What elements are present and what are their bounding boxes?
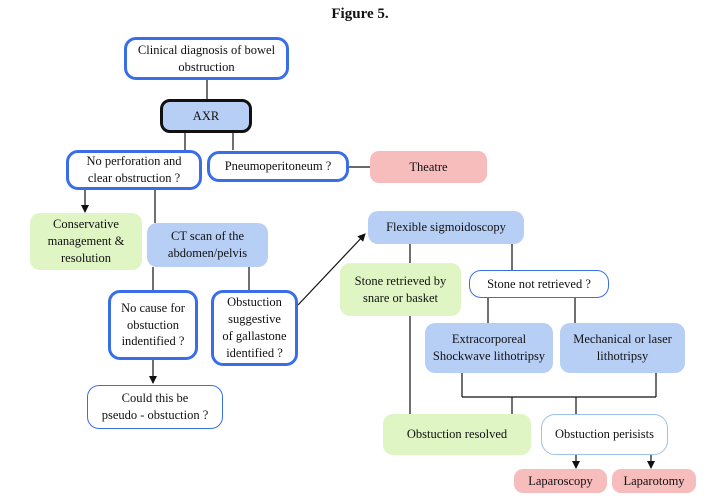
ct-scan-box: CT scan of the abdomen/pelvis xyxy=(147,223,268,267)
theatre-label: Theatre xyxy=(409,159,448,174)
gallstone-label: Obstuction suggestive of gallastone iden… xyxy=(222,295,287,360)
flexible-sigmoidoscopy-label: Flexible sigmoidoscopy xyxy=(386,220,506,235)
obstruction-resolved-box: Obstuction resolved xyxy=(383,414,531,455)
laparotomy-label: Laparotomy xyxy=(623,473,685,488)
figure-title: Figure 5. xyxy=(331,6,389,22)
stone-retrieved-box: Stone retrieved by snare or basket xyxy=(340,263,461,316)
laparotomy-box: Laparotomy xyxy=(612,469,696,493)
eswl-label: Extracorporeal Shockwave lithotripsy xyxy=(432,332,546,363)
laparoscopy-box: Laparoscopy xyxy=(514,469,607,493)
conservative-label: Conservative management & resolution xyxy=(47,217,125,265)
pneumoperitoneum-label: Pneumoperitoneum ? xyxy=(224,159,332,174)
stone-not-retrieved-label: Stone not retrieved ? xyxy=(487,276,591,291)
no-perforation-box: No perforation and clear obstruction ? xyxy=(66,150,202,190)
mechanical-label: Mechanical or laser lithotripsy xyxy=(573,332,672,363)
stone-retrieved-label: Stone retrieved by snare or basket xyxy=(354,273,447,305)
no-perforation-label: No perforation and clear obstruction ? xyxy=(86,154,182,185)
axr-box: AXR xyxy=(160,99,252,133)
obstruction-resolved-label: Obstuction resolved xyxy=(406,427,508,442)
mechanical-box: Mechanical or laser lithotripsy xyxy=(560,323,685,373)
obstruction-persists-box: Obstuction perisists xyxy=(541,414,668,455)
clinical-diagnosis-box: Clinical diagnosis of bowel obstruction xyxy=(124,37,289,80)
no-cause-box: No cause for obstuction indentified ? xyxy=(108,290,198,360)
conservative-box: Conservative management & resolution xyxy=(30,213,142,270)
arrow-gallstone-sigmoidoscopy xyxy=(297,233,366,306)
pneumoperitoneum-box: Pneumoperitoneum ? xyxy=(207,151,349,182)
axr-label: AXR xyxy=(192,108,220,123)
laparoscopy-label: Laparoscopy xyxy=(528,473,593,488)
clinical-diagnosis-label: Clinical diagnosis of bowel obstruction xyxy=(137,42,276,74)
pseudo-obstruction-label: Could this be pseudo - obstuction ? xyxy=(101,391,209,422)
ct-scan-label: CT scan of the abdomen/pelvis xyxy=(167,229,248,260)
gallstone-box: Obstuction suggestive of gallastone iden… xyxy=(211,290,298,366)
theatre-box: Theatre xyxy=(370,151,487,183)
stone-not-retrieved-box: Stone not retrieved ? xyxy=(469,270,609,298)
flexible-sigmoidoscopy-box: Flexible sigmoidoscopy xyxy=(368,211,524,244)
pseudo-obstruction-box: Could this be pseudo - obstuction ? xyxy=(87,385,223,429)
eswl-box: Extracorporeal Shockwave lithotripsy xyxy=(425,323,553,373)
obstruction-persists-label: Obstuction perisists xyxy=(555,427,654,442)
no-cause-label: No cause for obstuction indentified ? xyxy=(121,300,185,349)
